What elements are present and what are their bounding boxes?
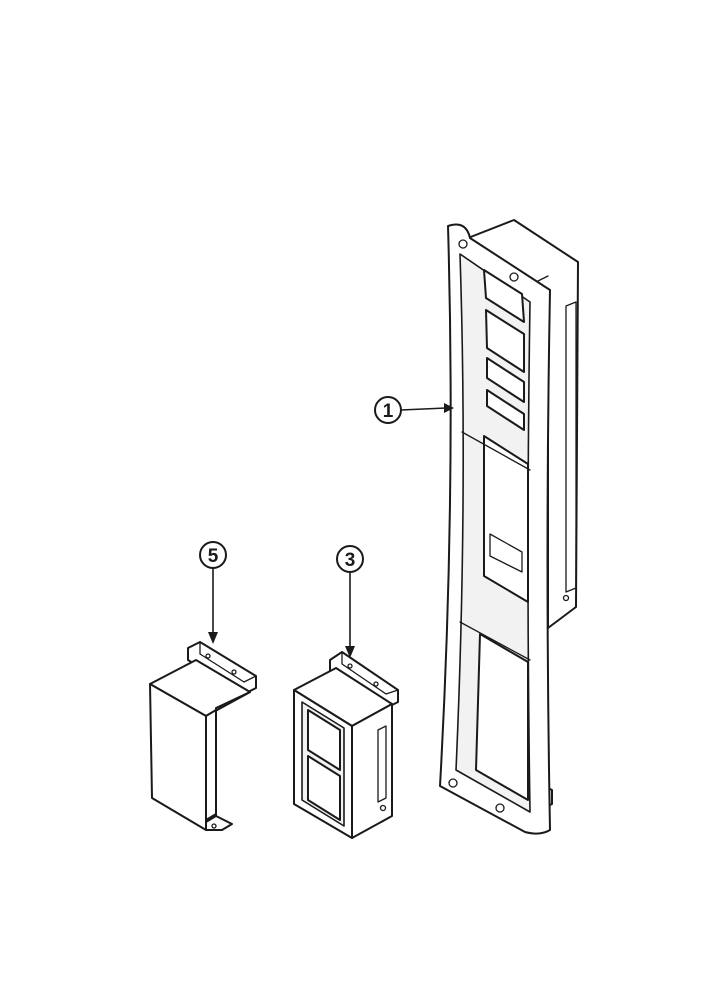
panel-window-1 <box>483 269 525 323</box>
housing-assembly <box>293 651 399 839</box>
cover-assembly <box>149 641 257 831</box>
panel-side-slot <box>565 301 577 593</box>
cover-foot-hole <box>211 823 217 829</box>
housing-bracket-fold <box>341 651 399 695</box>
panel-window-middle <box>483 435 529 603</box>
callout-housing: 3 <box>336 545 364 658</box>
panel-window-lower <box>475 633 529 801</box>
callout-cover: 5 <box>199 541 227 644</box>
panel-assembly <box>439 219 579 835</box>
callout-panel: 1 <box>374 396 454 424</box>
housing-bracket-hole-1 <box>347 663 353 669</box>
cover-bracket-hole-1 <box>205 653 211 659</box>
housing-window-lower <box>307 755 341 821</box>
cover-bracket-fold <box>199 641 257 683</box>
panel-screw-top-left <box>458 239 468 249</box>
housing-side-hole <box>379 804 387 812</box>
callout-housing-arrow <box>345 646 355 658</box>
callout-cover-arrow <box>208 632 218 644</box>
cover-bracket-hole-2 <box>231 669 237 675</box>
housing-side-slot <box>377 725 387 803</box>
panel-divider-upper <box>461 431 531 471</box>
panel-screw-bottom-right <box>495 803 505 813</box>
panel-screw-top-right <box>509 272 519 282</box>
panel-divider-lower <box>459 621 531 661</box>
cover-side-flange <box>205 709 217 821</box>
panel-window-3 <box>486 357 525 403</box>
housing-bracket-hole-2 <box>373 681 379 687</box>
callout-panel-arrow <box>444 403 454 413</box>
housing-window-upper <box>307 709 341 771</box>
callout-panel-leader <box>400 407 447 411</box>
panel-screw-bottom-left <box>448 778 458 788</box>
panel-display-window <box>489 533 523 573</box>
callout-panel-label: 1 <box>383 401 394 422</box>
panel-side-hole <box>562 594 570 602</box>
panel-window-2 <box>485 309 525 373</box>
callout-cover-label: 5 <box>208 546 219 567</box>
panel-window-4 <box>486 389 525 431</box>
callout-housing-label: 3 <box>345 550 356 571</box>
